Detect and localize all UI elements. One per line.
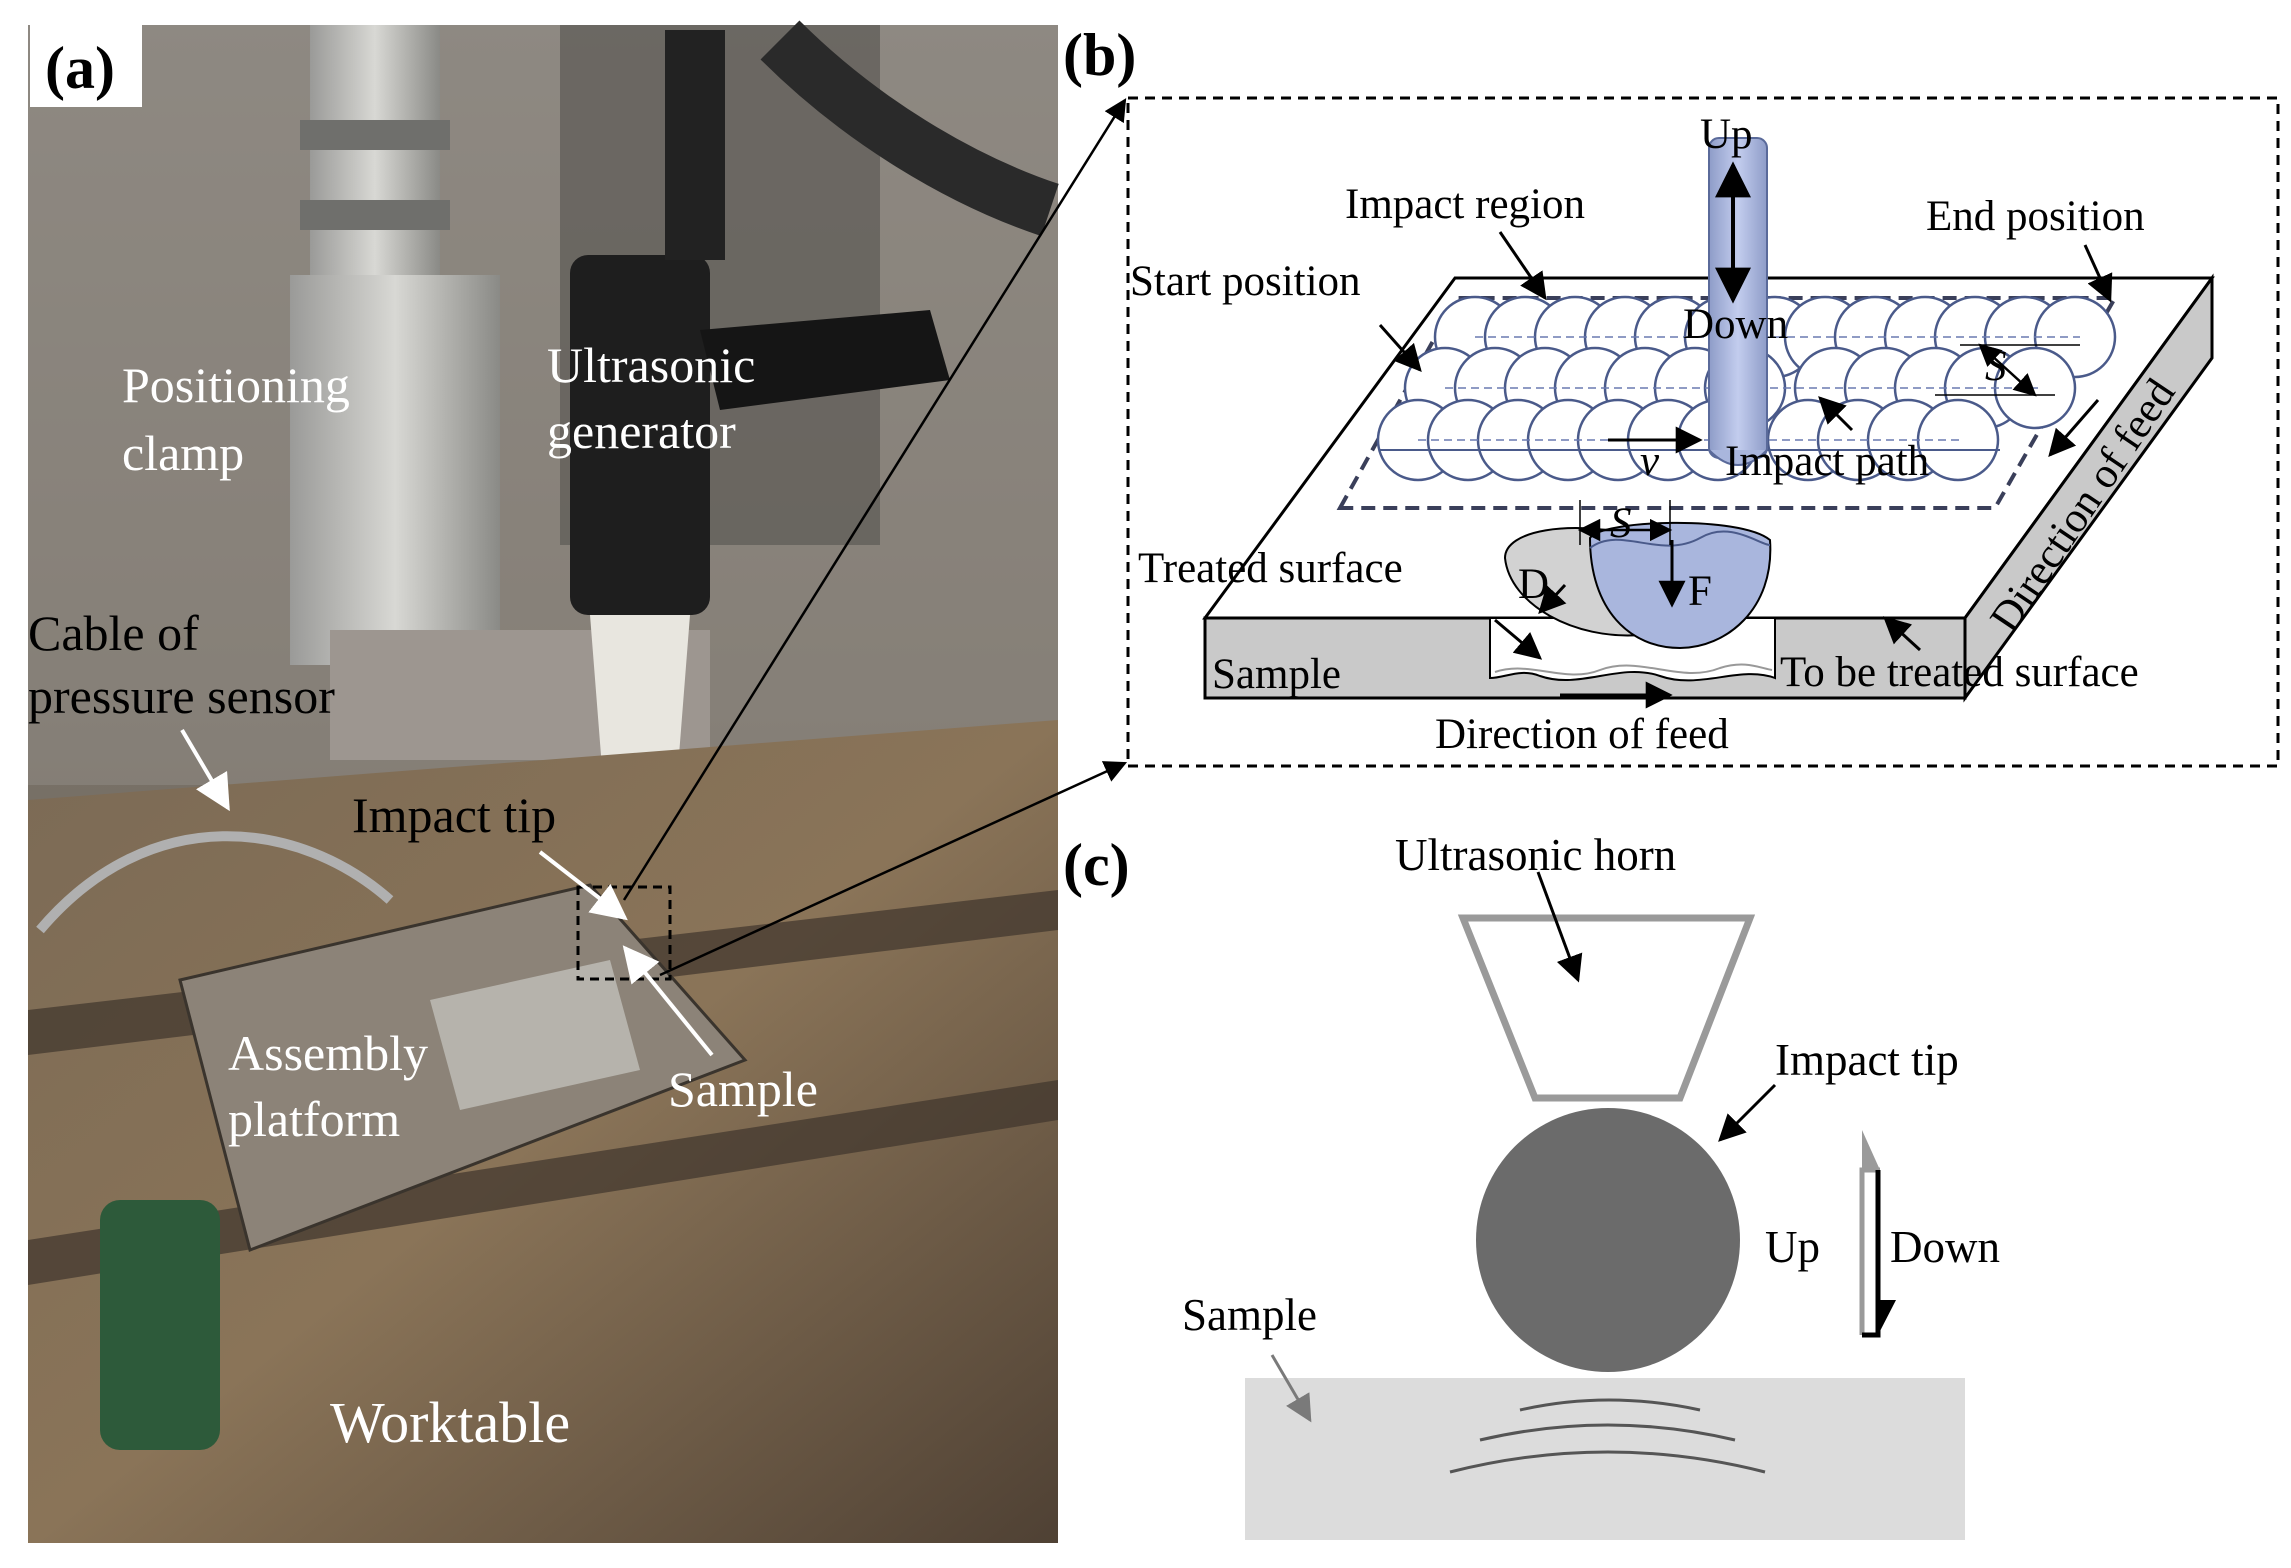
to-be-treated-arrow bbox=[1883, 616, 1922, 652]
label-b-to-be-treated: To be treated surface bbox=[1780, 649, 2139, 696]
impact-tip-ball bbox=[1476, 1108, 1740, 1372]
feed-side-arrow bbox=[2048, 399, 2100, 458]
connector-bottom bbox=[659, 761, 1128, 977]
generator-handle bbox=[700, 310, 950, 410]
label-b-v: v bbox=[1640, 438, 1660, 485]
label-c-ultrasonic-horn: Ultrasonic horn bbox=[1395, 830, 1676, 880]
panel-a-dark-labels: Cable of pressure sensor Impact tip bbox=[28, 605, 556, 843]
label-b-d: D bbox=[1518, 561, 1549, 608]
label-ultrasonic-2: generator bbox=[547, 403, 736, 459]
arrow-impact-tip-photo bbox=[538, 850, 628, 921]
label-c-sample: Sample bbox=[1182, 1290, 1317, 1340]
connector-top bbox=[622, 98, 1127, 901]
panel-b-frame bbox=[1126, 96, 2280, 768]
panel-c-letter: (c) bbox=[1063, 832, 1130, 898]
s-dimension-top bbox=[1978, 343, 2037, 397]
label-cable-1: Cable of bbox=[28, 605, 199, 661]
label-b-up: Up bbox=[1700, 111, 1753, 158]
label-cable-2: pressure sensor bbox=[28, 668, 335, 724]
label-b-impact-path: Impact path bbox=[1725, 438, 1929, 485]
generator-cable bbox=[665, 30, 725, 260]
panel-b-letter: (b) bbox=[1063, 22, 1136, 88]
end-position-arrow bbox=[2083, 244, 2113, 303]
label-b-down: Down bbox=[1683, 301, 1788, 348]
label-b-s-top: S bbox=[1985, 343, 2007, 390]
arrow-impact-tip-c bbox=[1718, 1083, 1777, 1142]
green-clamp bbox=[100, 1200, 220, 1450]
panel-a-letter: (a) bbox=[45, 35, 115, 101]
label-c-up: Up bbox=[1765, 1222, 1820, 1272]
start-position-arrow bbox=[1378, 324, 1422, 373]
label-b-start-position: Start position bbox=[1130, 258, 1361, 305]
impact-path-arrow bbox=[1818, 396, 1854, 432]
label-impact-tip-photo: Impact tip bbox=[352, 787, 556, 843]
panel-a-labels: Positioning clamp Ultrasonic generator A… bbox=[122, 337, 818, 1455]
label-b-impact-region: Impact region bbox=[1345, 181, 1585, 228]
label-positioning-2: clamp bbox=[122, 425, 244, 481]
arrow-sample-c bbox=[1270, 1354, 1312, 1423]
label-c-impact-tip: Impact tip bbox=[1775, 1035, 1959, 1085]
panel-c-diagram bbox=[1245, 871, 1965, 1540]
arrow-sample-photo bbox=[622, 945, 714, 1057]
label-ultrasonic-1: Ultrasonic bbox=[547, 337, 755, 393]
ultrasonic-generator-body bbox=[570, 255, 710, 615]
d-arrow bbox=[1538, 583, 1567, 614]
panel-a-letter-box bbox=[30, 25, 142, 107]
sensor-cable bbox=[36, 831, 394, 934]
label-assembly-1: Assembly bbox=[228, 1025, 428, 1081]
label-b-s-bottom: S bbox=[1610, 500, 1632, 547]
label-c-down: Down bbox=[1890, 1222, 2000, 1272]
panel-b-schematic bbox=[1202, 137, 2215, 709]
label-b-end-position: End position bbox=[1926, 193, 2145, 240]
ultrasonic-horn-shape bbox=[1457, 914, 1756, 1102]
panel-c-labels: Ultrasonic horn Impact tip Up Down Sampl… bbox=[1182, 830, 2000, 1340]
hose bbox=[760, 20, 1059, 237]
impact-path-lines bbox=[1418, 336, 2080, 441]
label-b-f: F bbox=[1688, 568, 1712, 615]
label-assembly-2: platform bbox=[228, 1091, 400, 1147]
label-b-feed-bottom: Direction of feed bbox=[1435, 711, 1729, 758]
label-b-sample: Sample bbox=[1212, 651, 1341, 698]
impact-probe bbox=[1708, 137, 1768, 459]
positioning-clamp-block bbox=[290, 275, 500, 665]
sample-block bbox=[1245, 1378, 1965, 1540]
panel-a-photo bbox=[28, 20, 1059, 1543]
label-worktable: Worktable bbox=[330, 1390, 570, 1455]
impact-region-arrow bbox=[1498, 231, 1547, 301]
sample-plate-photo bbox=[430, 960, 640, 1110]
vibration-arcs bbox=[1449, 1398, 1766, 1474]
arrow-ultrasonic-horn bbox=[1536, 871, 1583, 983]
treated-surface-arrow bbox=[1494, 618, 1543, 660]
label-positioning-1: Positioning bbox=[122, 357, 350, 413]
arrow-cable bbox=[180, 728, 230, 812]
label-sample-photo: Sample bbox=[668, 1061, 818, 1117]
label-b-treated-surface: Treated surface bbox=[1138, 545, 1403, 592]
